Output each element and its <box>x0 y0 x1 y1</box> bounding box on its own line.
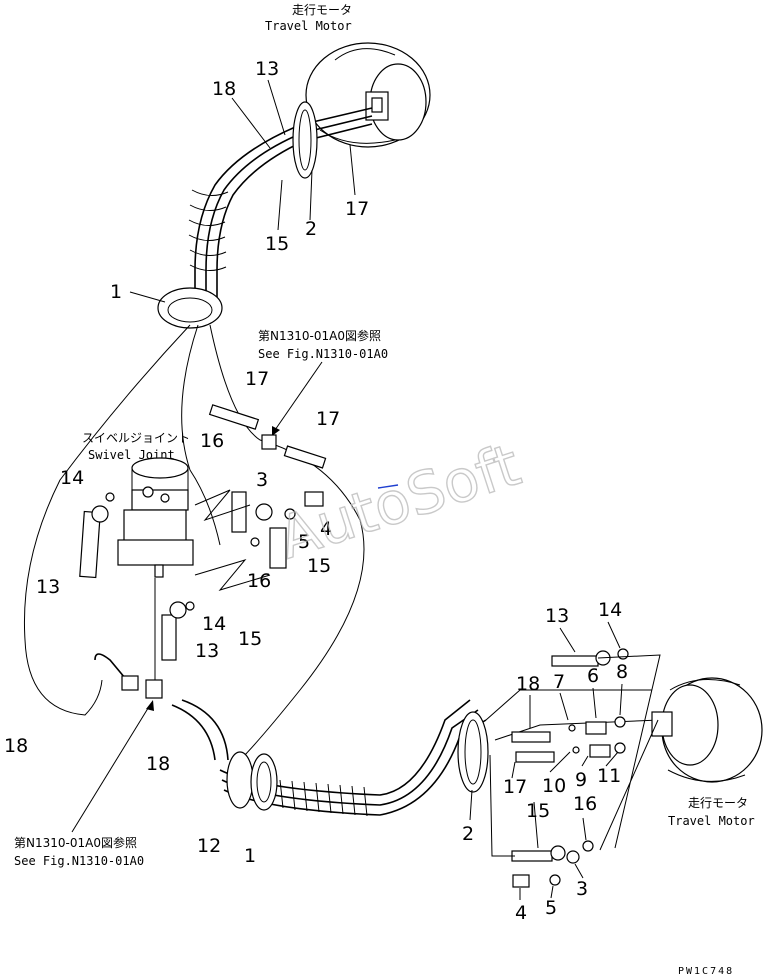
callout-14-mid-a: 14 <box>60 467 84 489</box>
callout-6-right: 6 <box>587 665 599 687</box>
callout-17-top: 17 <box>345 198 369 220</box>
callout-15-top: 15 <box>265 233 289 255</box>
callout-3-mid: 3 <box>256 469 268 491</box>
callout-13-mid-b: 13 <box>195 640 219 662</box>
left-loop-hose <box>23 324 191 716</box>
bottom-travel-motor <box>651 677 763 783</box>
callout-1-bottom: 1 <box>244 845 256 867</box>
callout-8-right: 8 <box>616 661 628 683</box>
callout-7-right: 7 <box>553 671 565 693</box>
callout-14-mid-b: 14 <box>202 613 226 635</box>
callout-16-mid-b: 16 <box>247 570 271 592</box>
callout-4-mid: 4 <box>320 518 332 540</box>
callout-12-bottom: 12 <box>197 835 221 857</box>
callout-10-right: 10 <box>542 775 566 797</box>
callout-3-right: 3 <box>576 878 588 900</box>
callout-17-mid-b: 17 <box>316 408 340 430</box>
swivel-joint <box>117 457 194 578</box>
mid-fittings <box>79 404 327 761</box>
callout-4-right: 4 <box>515 902 527 924</box>
callout-15-mid-b: 15 <box>238 628 262 650</box>
callout-18-right: 18 <box>516 673 540 695</box>
callout-17-right: 17 <box>503 776 527 798</box>
bottom-motor-label-en: Travel Motor <box>668 814 755 828</box>
callout-13-mid: 13 <box>36 576 60 598</box>
bottom-hose-bundle <box>219 689 661 817</box>
callout-16-right: 16 <box>573 793 597 815</box>
top-hose-bundle <box>188 101 373 300</box>
drawing-code: PW1C748 <box>678 966 734 977</box>
callout-13-top: 13 <box>255 58 279 80</box>
callout-14-right: 14 <box>598 599 622 621</box>
top-motor-label-en: Travel Motor <box>265 19 352 33</box>
watermark: AutoSoft <box>270 430 528 572</box>
swivel-joint-label-jp: スイベルジョイント <box>82 431 190 445</box>
callout-1-left: 1 <box>110 281 122 303</box>
top-travel-motor <box>305 42 431 148</box>
see-fig-lower-jp: 第N1310-01A0図参照 <box>14 835 137 850</box>
callout-15-right: 15 <box>526 800 550 822</box>
callout-2-right: 2 <box>462 823 474 845</box>
callout-2-top: 2 <box>305 218 317 240</box>
callout-18-bottom-a: 18 <box>4 735 28 757</box>
callout-18-bottom-b: 18 <box>146 753 170 775</box>
see-fig-lower-en: See Fig.N1310-01A0 <box>14 854 144 868</box>
callout-15-mid-a: 15 <box>307 555 331 577</box>
callout-17-mid-a: 17 <box>245 368 269 390</box>
callout-11-right: 11 <box>597 765 621 787</box>
callout-5-right: 5 <box>545 897 557 919</box>
callout-9-right: 9 <box>575 769 587 791</box>
bottom-motor-label-jp: 走行モータ <box>688 796 748 810</box>
callout-16-mid-a: 16 <box>200 430 224 452</box>
callout-13-right: 13 <box>545 605 569 627</box>
see-fig-upper-jp: 第N1310-01A0図参照 <box>258 328 381 343</box>
top-motor-label-jp: 走行モータ <box>292 3 352 17</box>
callout-5-mid: 5 <box>298 531 310 553</box>
callout-18-top: 18 <box>212 78 236 100</box>
right-exploded-parts <box>489 648 661 888</box>
see-fig-upper-en: See Fig.N1310-01A0 <box>258 347 388 361</box>
